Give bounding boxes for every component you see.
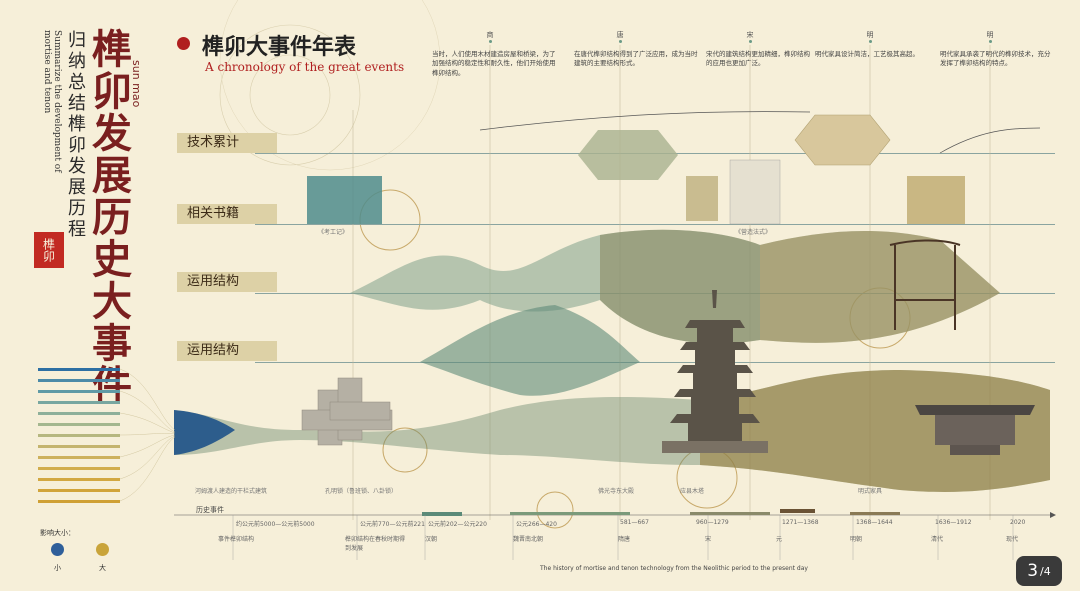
timeline-event: 榫卯结构在春秋时期得到发展 — [345, 536, 406, 552]
seal-stamp: 榫卯 — [34, 232, 64, 268]
timeline-date: 1636—1912 — [935, 519, 972, 526]
sidebar-english: Summarize the development of mortise and… — [42, 30, 62, 173]
timeline-date: 960—1279 — [696, 519, 729, 526]
page-title: 榫卯大事件年表 — [202, 35, 357, 60]
title-bullet-icon — [177, 37, 190, 50]
dynasty-label: 明 — [866, 31, 874, 39]
timeline-event: 清代 — [931, 536, 944, 543]
caption: 《考工记》 — [318, 229, 349, 236]
dynasty-label: 明 — [986, 31, 994, 39]
dynasty-dot-icon — [989, 40, 992, 43]
dynasty-desc: 当时，人们使用木材建造房屋和桥梁，为了加强结构的稳定性和耐久性，他们开始使用榫卯… — [432, 50, 556, 77]
dynasty-desc: 明代家具承袭了明代的榫卯技术，充分发挥了榫卯结构的特点。 — [940, 50, 1051, 68]
dynasty-dot-icon — [749, 40, 752, 43]
caption: 佛光寺东大殿 — [598, 488, 635, 495]
dynasty-desc: 宋代的建筑结构更加精细，榫卯结构的应用也更加广泛。 — [706, 50, 810, 68]
timeline-date: 约公元前5000—公元前5000 — [236, 521, 315, 528]
sidebar-sunmao: sun mao — [130, 60, 143, 108]
row-label-structure-1: 运用结构 — [177, 272, 277, 292]
timeline-date: 1271—1368 — [782, 519, 819, 526]
legend-title: 影响大小： — [40, 529, 75, 537]
timeline-footer: The history of mortise and tenon technol… — [540, 565, 808, 572]
timeline-label: 历史事件 — [196, 506, 224, 514]
dynasty-dot-icon — [489, 40, 492, 43]
page-current: 3 — [1027, 561, 1039, 581]
legend-small-dot-icon — [51, 543, 64, 556]
timeline-date: 公元前770—公元前221 — [360, 521, 425, 528]
timeline-event: 明朝 — [850, 536, 863, 543]
dynasty-label: 唐 — [616, 31, 624, 39]
timeline-date: 公元前202—公元220 — [428, 521, 487, 528]
legend-big-label: 大 — [99, 564, 106, 572]
sidebar-subtitle: 归纳总结榫卯发展历程 — [65, 30, 86, 240]
page-indicator[interactable]: 3 /4 — [1016, 556, 1062, 586]
timeline-event: 宋 — [705, 536, 712, 543]
timeline-event: 汉朝 — [425, 536, 438, 543]
timeline-event: 隋唐 — [618, 536, 631, 543]
caption: 《营造法式》 — [735, 229, 772, 236]
caption: 河姆渡人建造的干栏式建筑 — [195, 488, 268, 495]
legend-small-label: 小 — [54, 564, 61, 572]
timeline-date: 581—667 — [620, 519, 649, 526]
row-line — [255, 224, 1055, 225]
timeline-event: 现代 — [1006, 536, 1019, 543]
timeline-event: 事件榫卯结构 — [218, 536, 255, 543]
dynasty-desc: 在唐代榫卯结构得到了广泛应用，成为当时建筑的主要结构形式。 — [574, 50, 698, 68]
sidebar-title: 榫卯发展历史大事件 — [85, 28, 132, 406]
legend-big-dot-icon — [96, 543, 109, 556]
page-total: /4 — [1040, 564, 1051, 578]
caption: 孔明锁（鲁班锁、八卦锁） — [325, 488, 398, 495]
dynasty-dot-icon — [619, 40, 622, 43]
dynasty-desc: 明代家具设计简洁，工艺极其高超。 — [815, 50, 919, 58]
dynasty-dot-icon — [869, 40, 872, 43]
timeline-date: 公元266—420 — [516, 521, 557, 528]
row-line — [255, 362, 1055, 363]
page-subtitle: A chronology of the great events — [205, 60, 405, 74]
timeline-date: 2020 — [1010, 519, 1026, 526]
row-label-structure-2: 运用结构 — [177, 341, 277, 361]
dynasty-label: 宋 — [746, 31, 754, 39]
timeline-date: 1368—1644 — [856, 519, 893, 526]
timeline-event: 魏晋南北朝 — [513, 536, 544, 543]
caption: 明式家具 — [858, 488, 883, 495]
timeline-event: 元 — [776, 536, 783, 543]
caption: 应县木塔 — [680, 488, 705, 495]
row-label-books: 相关书籍 — [177, 204, 277, 224]
color-bars — [38, 368, 120, 503]
dynasty-label: 商 — [486, 31, 494, 39]
row-label-tech: 技术累计 — [177, 133, 277, 153]
